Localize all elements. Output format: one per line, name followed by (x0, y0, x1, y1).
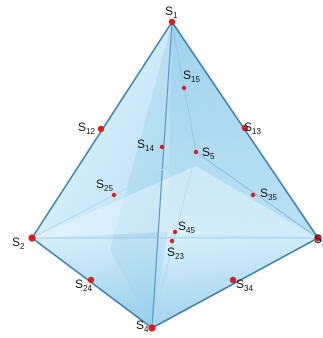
point-s34 (229, 276, 237, 284)
label-s15: S15 (183, 68, 200, 84)
tetrahedron-faces (32, 22, 318, 328)
label-s2: S2 (12, 235, 25, 251)
point-s13 (241, 124, 249, 132)
label-s13: S13 (244, 120, 261, 136)
labels-layer: S1 S2 S3 S4 S5 S12 S13 S14 S15 S23 S24 (12, 4, 323, 334)
point-s12 (97, 125, 105, 133)
point-s3 (314, 234, 322, 242)
point-s15 (181, 85, 187, 91)
point-s35 (250, 192, 256, 198)
point-s1 (168, 18, 176, 26)
label-s14: S14 (137, 137, 154, 153)
label-s25: S25 (96, 177, 113, 193)
label-s34: S34 (236, 277, 253, 293)
face-bottom (32, 238, 318, 328)
label-s5: S5 (202, 145, 215, 161)
label-s35: S35 (260, 186, 277, 202)
label-s24: S24 (75, 277, 92, 293)
point-s23 (169, 238, 175, 244)
point-s25 (111, 192, 117, 198)
edge-s3-s4 (151, 237, 319, 329)
point-s24 (87, 276, 95, 284)
label-s4: S4 (136, 318, 149, 334)
point-s45 (172, 229, 178, 235)
label-s1: S1 (165, 4, 178, 20)
edge-s3-s5 (195, 151, 319, 239)
label-s23: S23 (167, 245, 184, 261)
label-s3: S3 (314, 232, 323, 248)
point-s14 (159, 144, 165, 150)
edge-s4-s5 (151, 151, 197, 329)
point-s2 (28, 234, 36, 242)
label-s12: S12 (78, 120, 95, 136)
label-s45: S45 (178, 219, 195, 235)
point-s5 (193, 149, 199, 155)
inner-plane-band (32, 166, 318, 238)
edge-s1-s4 (151, 21, 173, 329)
point-s4 (148, 324, 156, 332)
points-layer (28, 18, 322, 332)
